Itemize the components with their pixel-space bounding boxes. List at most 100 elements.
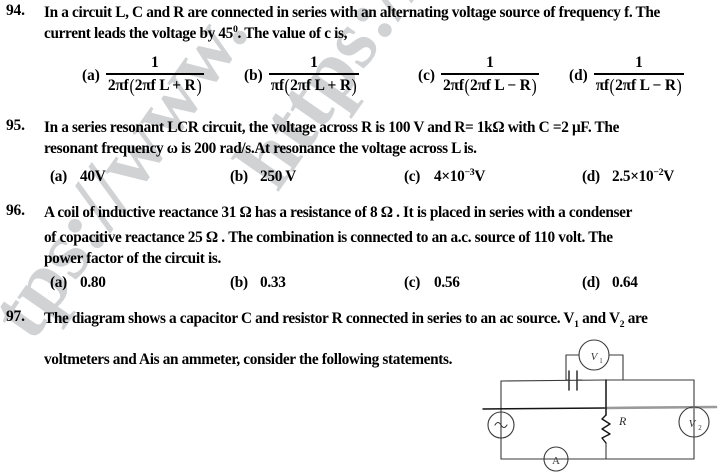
resistor-zigzag (601, 414, 611, 444)
question-95-number: 95. (6, 117, 25, 134)
value-exponent: −2 (653, 166, 664, 178)
question-94-option-a-fraction: 1 2πf(2πf L + R) (105, 54, 204, 98)
question-94-option-c[interactable]: (c) 1 2πf(2πf L − R) (418, 54, 539, 98)
den-inner: 2πf L + R (290, 76, 351, 94)
question-95-option-a[interactable]: (a) 40V (50, 168, 106, 186)
question-95-option-d[interactable]: (d) 2.5×10−2V (582, 168, 674, 186)
question-94-option-a[interactable]: (a) 1 2πf(2πf L + R) (82, 54, 204, 98)
voltmeter1-circle (578, 339, 610, 371)
question-96-line-3: power factor of the circuit is. (44, 250, 221, 267)
fraction-bar (105, 73, 204, 75)
question-95-option-c-value: 4×10−3V (434, 168, 485, 186)
wire-top-left (500, 379, 607, 382)
question-94-options: (a) 1 2πf(2πf L + R) (b) 1 πf(2πf L + R) (44, 54, 723, 106)
question-94-option-c-numerator: 1 (486, 54, 494, 71)
paren-open: ( (609, 75, 615, 97)
question-94: 94. In a circuit L, C and R are connecte… (0, 2, 727, 106)
den-pre: πf (270, 76, 284, 94)
value-pre: 2.5×10 (612, 168, 654, 185)
question-94-option-b-numerator: 1 (310, 54, 318, 71)
voltmeter2-subscript: 2 (619, 319, 625, 331)
value-exponent: −3 (464, 166, 475, 178)
question-96-option-b-label: (b) (230, 274, 248, 291)
fraction-bar (593, 73, 684, 75)
question-94-option-d[interactable]: (d) 1 πf(2πf L − R) (569, 54, 684, 98)
question-95-option-a-label: (a) (50, 168, 67, 185)
voltmeter2-subscript-label: 2 (698, 424, 702, 432)
question-94-degree-sup: 0 (232, 23, 238, 35)
voltmeter1-label: V (591, 351, 599, 363)
question-95-option-c[interactable]: (c)4×10−3V (404, 168, 485, 186)
question-96-option-c-value: 0.56 (434, 274, 460, 291)
question-96-option-d-label: (d) (582, 274, 600, 291)
value-unit: V (474, 168, 486, 185)
question-94-option-a-denominator: 2πf(2πf L + R) (106, 75, 204, 98)
question-95-option-d-label: (d) (582, 168, 600, 185)
fraction-bar (268, 73, 359, 75)
question-94-line-1: In a circuit L, C and R are connected in… (44, 4, 660, 21)
question-96-option-c-label: (c) (404, 274, 421, 291)
value-unit: V (663, 168, 674, 185)
voltmeter1-subscript: 1 (574, 319, 579, 331)
question-94-body: In a circuit L, C and R are connected in… (44, 2, 723, 106)
paren-close: ) (351, 75, 357, 97)
question-95-option-a-value: 40V (80, 168, 106, 185)
question-96: 96. A coil of inductive reactance 31 Ω h… (0, 202, 727, 298)
circuit-diagram: V 1 R A V 2 (478, 333, 721, 474)
question-94-line-2-pre: current leads the voltage by 45 (44, 25, 233, 42)
wire-middle-left (482, 407, 607, 410)
question-97-line-1: The diagram shows a capacitor C and resi… (44, 308, 723, 329)
fraction-bar (440, 73, 539, 75)
question-94-option-d-numerator: 1 (635, 54, 643, 71)
question-95: 95. In a series resonant LCR circuit, th… (0, 117, 727, 192)
den-pre: 2πf (442, 76, 464, 94)
paren-close: ) (196, 75, 202, 97)
question-96-option-a[interactable]: (a)0.80 (50, 274, 106, 292)
ammeter-label: A (552, 455, 560, 467)
question-97-number: 97. (6, 308, 25, 325)
question-94-option-b-label: (b) (244, 66, 263, 84)
question-95-option-b-value: 250 V (260, 168, 297, 185)
value-pre: 4×10 (434, 168, 465, 185)
den-pre: 2πf (107, 76, 129, 94)
voltmeter2-label: V (689, 418, 697, 430)
question-94-option-a-numerator: 1 (150, 54, 159, 71)
question-94-option-c-label: (c) (418, 66, 435, 84)
question-97-line-1-pre: The diagram shows a capacitor C and resi… (44, 310, 575, 327)
ac-source-circle (487, 411, 515, 439)
question-95-options: (a)40V (b)250 V (c)4×10−3V (d)2.5×10−2V (44, 168, 723, 192)
question-94-line-2: current leads the voltage by 450. The va… (44, 23, 723, 44)
paren-close: ) (531, 75, 537, 97)
question-94-option-d-label: (d) (569, 66, 588, 84)
question-96-option-d[interactable]: (d) 0.64 (582, 274, 638, 292)
question-95-option-b[interactable]: (b)250 V (230, 168, 296, 186)
question-94-option-d-fraction: 1 πf(2πf L − R) (593, 54, 684, 98)
question-96-option-d-value: 0.64 (612, 274, 638, 291)
question-94-number: 94. (6, 2, 25, 19)
voltmeter1-subscript-label: 1 (599, 357, 603, 365)
question-97-line-1-mid: and V (578, 310, 620, 327)
question-96-option-c[interactable]: (c) 0.56 (404, 274, 460, 292)
question-94-line-2-post: . The value of c is, (237, 25, 348, 42)
question-97: 97. The diagram shows a capacitor C and … (0, 308, 727, 370)
question-96-option-b[interactable]: (b)0.33 (230, 274, 286, 292)
question-96-option-a-value: 0.80 (80, 274, 106, 291)
ac-source-sine-icon (494, 421, 508, 429)
question-95-line-1: In a series resonant LCR circuit, the vo… (44, 119, 620, 136)
den-inner: 2πf L − R (615, 76, 676, 94)
question-95-line-2: resonant frequency ω is 200 rad/s.At res… (44, 140, 477, 157)
question-94-option-b-fraction: 1 πf(2πf L + R) (268, 54, 359, 98)
question-94-option-b[interactable]: (b) 1 πf(2πf L + R) (244, 54, 359, 98)
question-94-option-c-denominator: 2πf(2πf L − R) (441, 75, 539, 98)
question-97-line-1-post: are (624, 310, 648, 327)
question-96-line-1: A coil of inductive reactance 31 Ω has a… (44, 204, 633, 221)
question-94-option-d-denominator: πf(2πf L − R) (594, 75, 684, 98)
question-94-option-a-label: (a) (82, 66, 100, 84)
den-pre: πf (595, 76, 609, 94)
question-96-line-2: of copacitive reactance 25 Ω . The combi… (44, 229, 613, 246)
paren-open: ( (129, 75, 135, 97)
question-94-option-c-fraction: 1 2πf(2πf L − R) (440, 54, 539, 98)
voltmeter2-circle (678, 406, 710, 438)
question-96-number: 96. (6, 202, 25, 219)
